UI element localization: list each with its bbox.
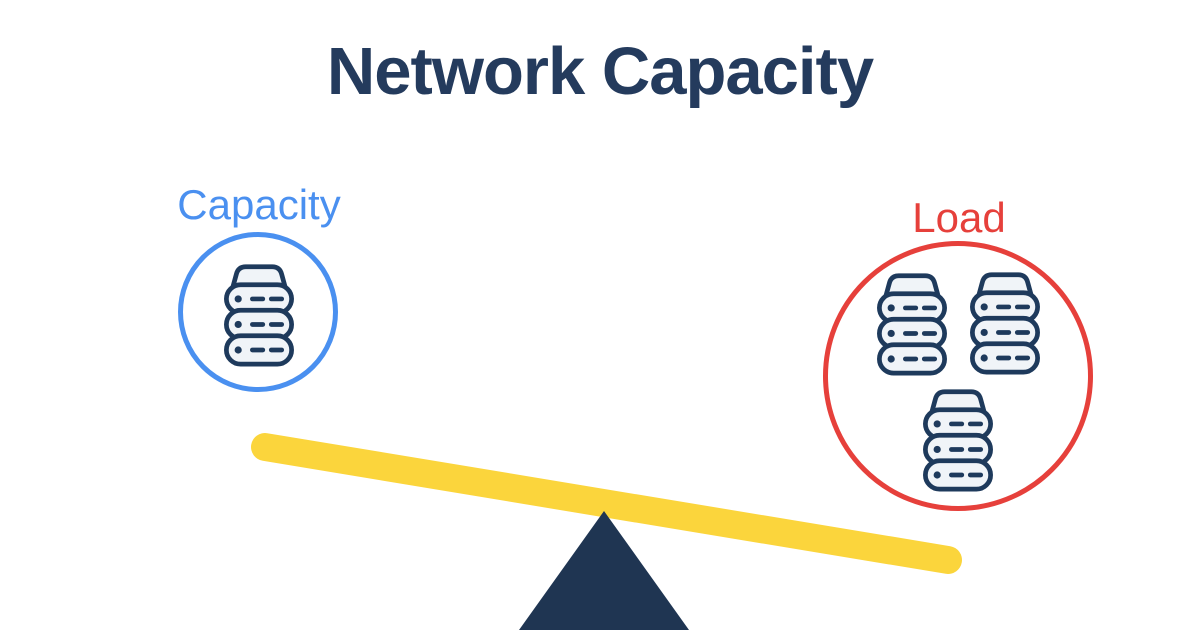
server-stack-icon — [875, 272, 949, 376]
seesaw-beam — [251, 433, 962, 574]
page-title: Network Capacity — [326, 34, 874, 109]
server-stack-icon — [921, 388, 995, 492]
capacity-label: Capacity — [177, 181, 341, 228]
fulcrum-triangle — [519, 511, 689, 630]
server-stack-icon — [968, 271, 1042, 375]
capacity-circle — [178, 232, 338, 392]
load-circle — [823, 241, 1093, 511]
server-stack-icon — [222, 263, 296, 367]
load-label: Load — [912, 194, 1006, 241]
